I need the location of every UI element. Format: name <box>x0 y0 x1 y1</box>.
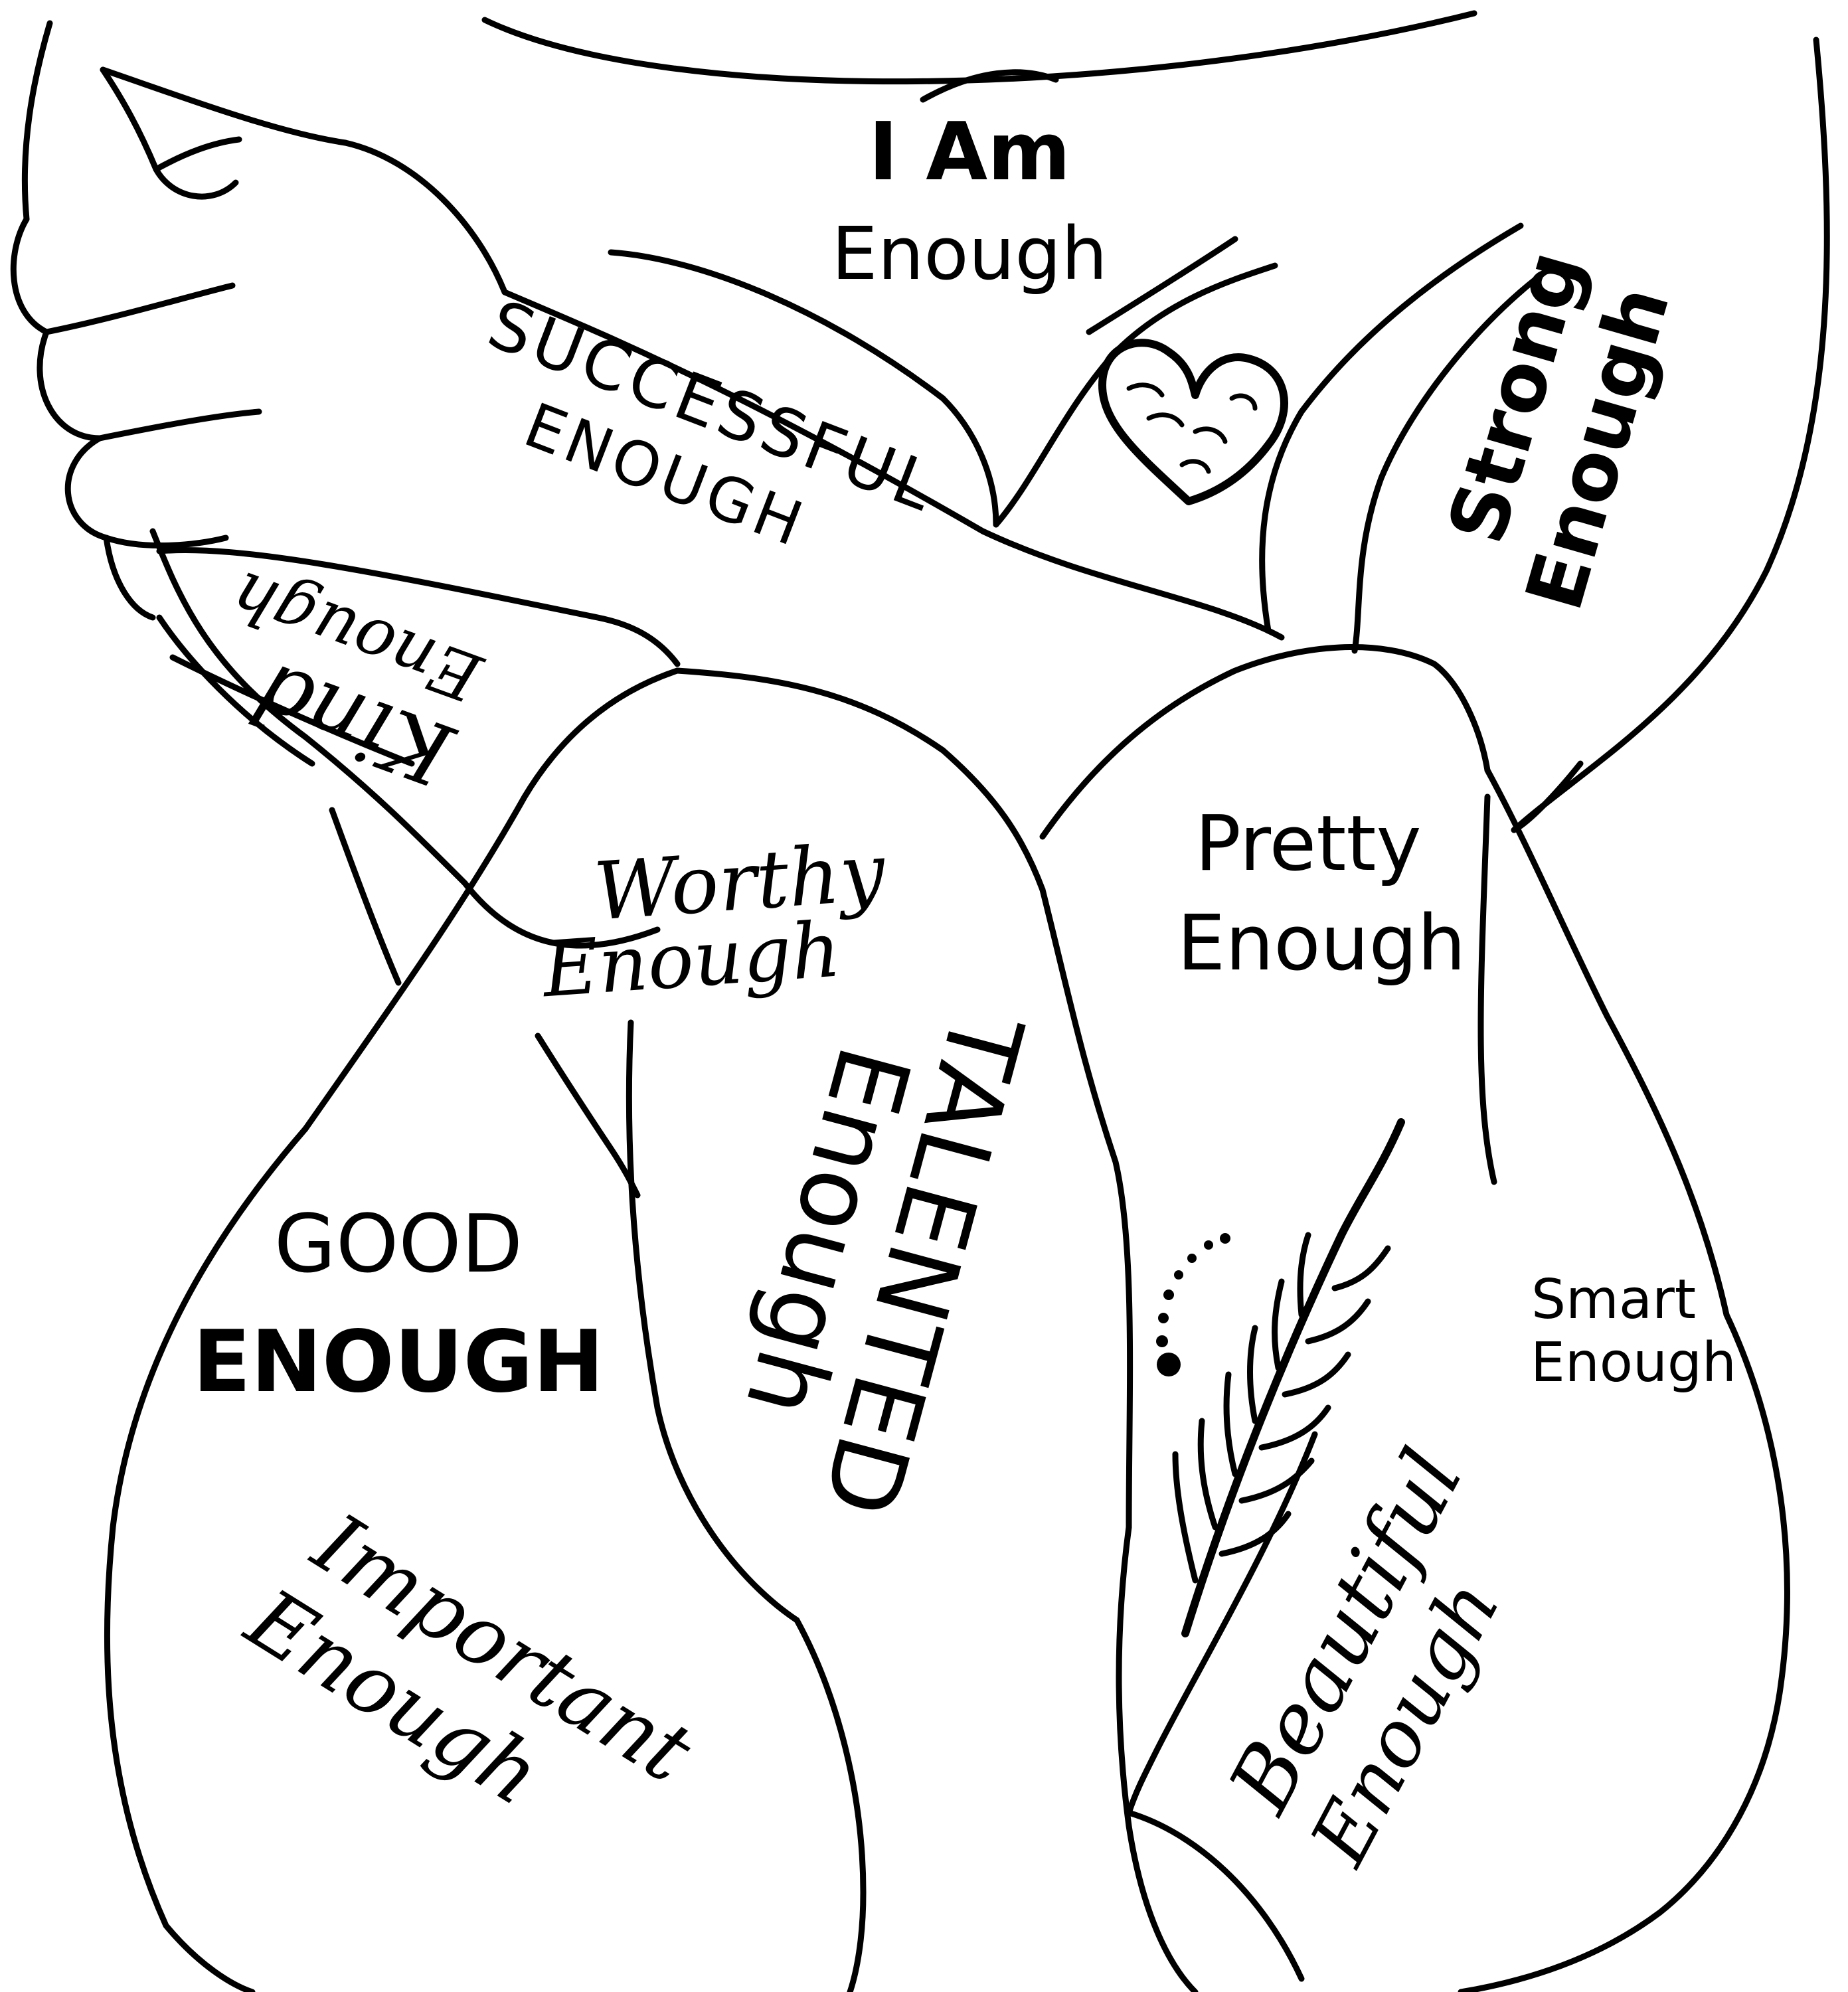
worthy-text: Worthy <box>591 826 889 938</box>
good-text: GOOD <box>274 1199 523 1291</box>
phrase-smart-enough: Smart Enough <box>1531 1268 1736 1394</box>
good-enough-text: ENOUGH <box>193 1313 604 1412</box>
smart-enough-text: Enough <box>1531 1331 1736 1394</box>
body-outline <box>10 10 1830 1992</box>
dot-trail-icon <box>1156 1233 1230 1376</box>
phrase-i-am-enough: I Am Enough <box>831 106 1108 296</box>
phrase-kind-enough: Kind Enough <box>221 556 493 807</box>
phrase-good-enough: GOOD ENOUGH <box>193 1199 604 1412</box>
phrase-successful-enough: SUCCESSFUL ENOUGH <box>478 285 948 561</box>
heart-icon <box>1098 339 1288 505</box>
i-am-enough-text: Enough <box>831 211 1108 296</box>
phrase-talented-enough: TALENTED Enough <box>722 1000 1044 1528</box>
phrase-worthy-enough: Worthy Enough <box>539 826 889 1015</box>
phrase-important-enough: Important Enough <box>230 1495 709 1825</box>
pretty-enough-text: Enough <box>1177 899 1466 988</box>
i-am-text: I Am <box>869 106 1070 199</box>
pretty-text: Pretty <box>1195 799 1421 888</box>
sprig-icon <box>1172 1118 1405 1637</box>
phrase-pretty-enough: Pretty Enough <box>1177 799 1466 988</box>
phrase-beautiful-enough: Beautiful Enough <box>1210 1434 1517 1880</box>
worthy-enough-text: Enough <box>539 905 843 1015</box>
phrase-strong-enough: Strong Enough <box>1430 241 1687 620</box>
smart-text: Smart <box>1531 1268 1696 1331</box>
